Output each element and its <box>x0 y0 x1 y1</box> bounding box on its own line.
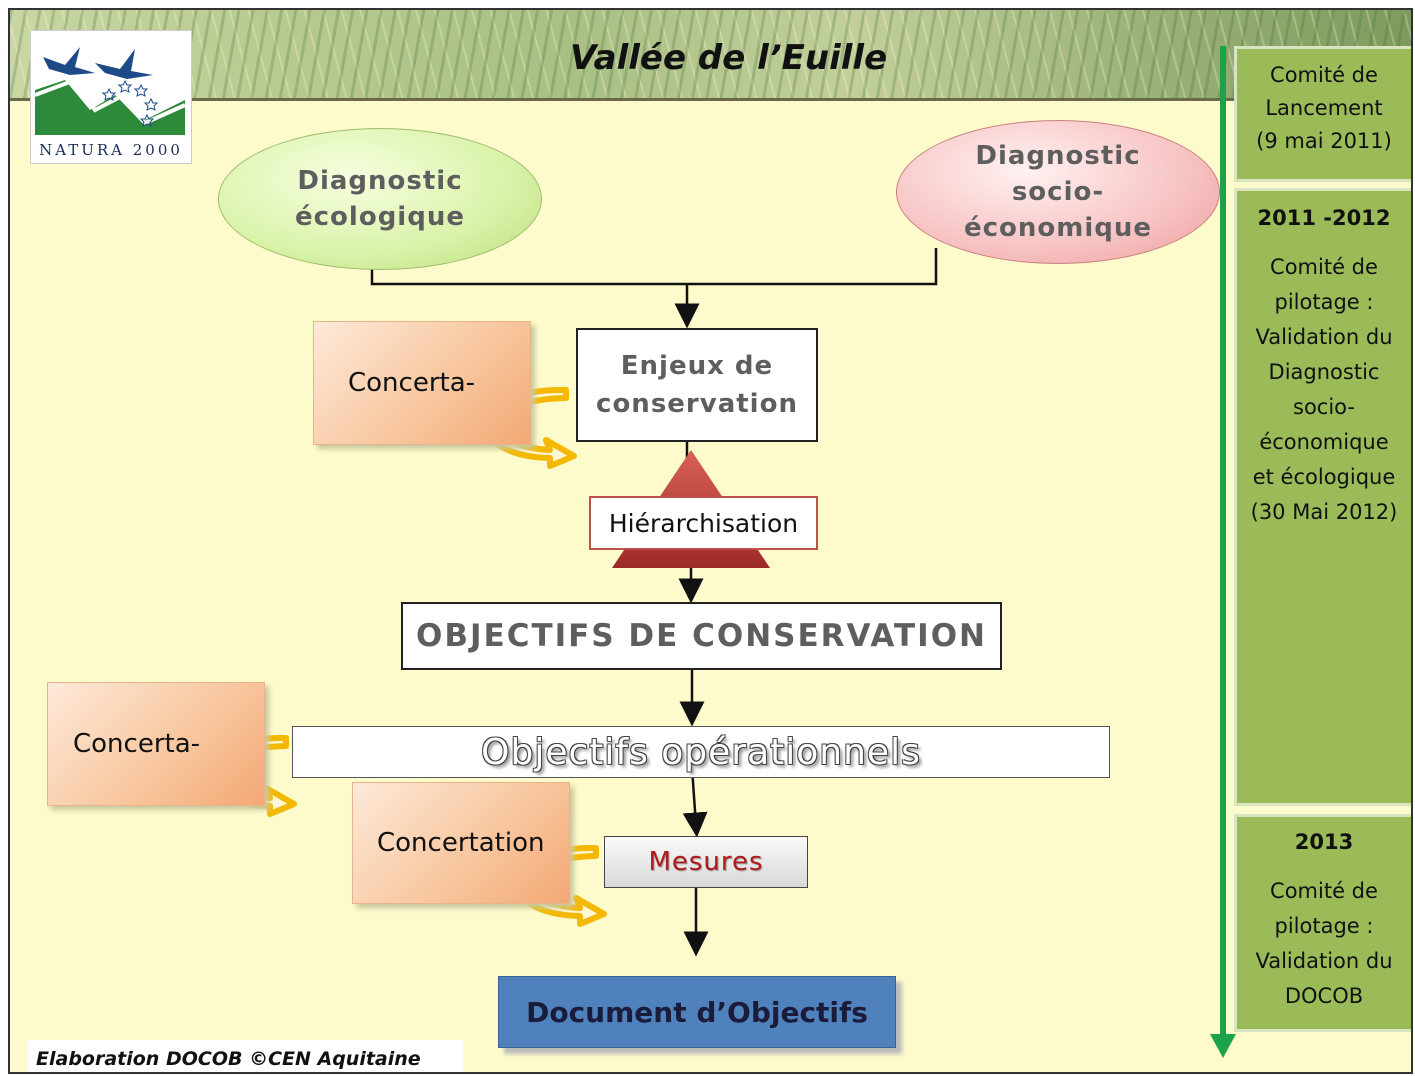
timeline-step-3-line: Validation du <box>1255 949 1393 973</box>
timeline-step-2-line: Comité de <box>1270 255 1378 279</box>
header-banner: Vallée de l’Euille <box>10 10 1411 101</box>
mesures-box: Mesures <box>604 836 808 888</box>
objectifs-conservation-label: OBJECTIFS DE CONSERVATION <box>416 618 987 654</box>
timeline-step-1-line: Comité de <box>1270 63 1378 87</box>
timeline-step-3-year: 2013 <box>1294 830 1354 854</box>
timeline-step-1-line: Lancement <box>1265 96 1383 120</box>
hierarchisation-box: Hiérarchisation <box>589 496 818 550</box>
timeline-step-3-line: pilotage : <box>1274 914 1374 938</box>
timeline-step-3-line: Comité de <box>1270 879 1378 903</box>
grass-background <box>10 10 1411 98</box>
timeline-step-1-line: (9 mai 2011) <box>1256 129 1392 153</box>
merge-connector <box>370 248 938 286</box>
timeline-step-2-line: Validation du <box>1255 325 1393 349</box>
timeline-step-3-line: DOCOB <box>1284 984 1364 1008</box>
objectifs-operationnels-box: Objectifs opérationnels <box>292 726 1110 778</box>
timeline-step-2-line: économique <box>1259 430 1389 454</box>
natura-logo-icon <box>35 47 185 135</box>
concertation-label-3: Concertation <box>377 828 545 858</box>
mesures-label: Mesures <box>648 847 764 877</box>
timeline-step-2-line: et écologique <box>1252 465 1396 489</box>
concertation-box-3: Concertation <box>352 782 570 904</box>
diagnostic-socio-ellipse: Diagnostic socio- économique <box>896 120 1220 264</box>
slide: Vallée de l’Euille NATURA 2000 <box>8 8 1413 1074</box>
footer-credit: Elaboration DOCOB ©CEN Aquitaine <box>28 1040 463 1072</box>
enjeux-line2: conservation <box>596 389 798 419</box>
enjeux-box: Enjeux de conservation <box>576 328 818 442</box>
diagnostic-socio-line3: économique <box>963 213 1153 243</box>
concertation-label-2: Concerta- <box>73 729 201 759</box>
natura-2000-logo: NATURA 2000 <box>30 30 192 164</box>
diagnostic-socio-line2: socio- <box>1011 177 1105 207</box>
logo-text: NATURA 2000 <box>39 141 183 159</box>
objectifs-operationnels-label: Objectifs opérationnels <box>481 731 921 773</box>
timeline-step-2-line: pilotage : <box>1274 290 1374 314</box>
document-objectifs-label: Document d’Objectifs <box>526 995 868 1029</box>
diagnostic-socio-line1: Diagnostic <box>975 141 1141 171</box>
timeline-step-2-year: 2011 -2012 <box>1257 206 1391 230</box>
timeline-step-3: 2013 Comité de pilotage : Validation du … <box>1234 814 1411 1032</box>
document-objectifs-box: Document d’Objectifs <box>498 976 896 1048</box>
timeline-line <box>1220 46 1226 1046</box>
concertation-label-1: Concerta- <box>348 368 476 398</box>
timeline-step-2-line: (30 Mai 2012) <box>1250 500 1398 524</box>
hierarchisation-label: Hiérarchisation <box>608 508 799 538</box>
timeline-arrow-icon <box>1210 1034 1236 1058</box>
objectifs-conservation-box: OBJECTIFS DE CONSERVATION <box>401 602 1002 670</box>
diagnostic-ecologique-line1: Diagnostic <box>297 166 463 196</box>
diagnostic-ecologique-ellipse: Diagnostic écologique <box>218 128 542 270</box>
concertation-box-1: Concerta- <box>313 321 531 445</box>
concertation-box-2: Concerta- <box>47 682 265 806</box>
timeline-step-2: 2011 -2012 Comité de pilotage : Validati… <box>1234 188 1411 806</box>
timeline-step-1: Comité de Lancement (9 mai 2011) <box>1234 46 1411 182</box>
page-title: Vallée de l’Euille <box>570 38 888 78</box>
enjeux-line1: Enjeux de <box>620 351 774 381</box>
diagnostic-ecologique-line2: écologique <box>295 202 465 232</box>
footer-credit-text: Elaboration DOCOB ©CEN Aquitaine <box>36 1048 421 1070</box>
timeline-step-2-line: Diagnostic <box>1268 360 1380 384</box>
timeline-step-2-line: socio- <box>1293 395 1355 419</box>
